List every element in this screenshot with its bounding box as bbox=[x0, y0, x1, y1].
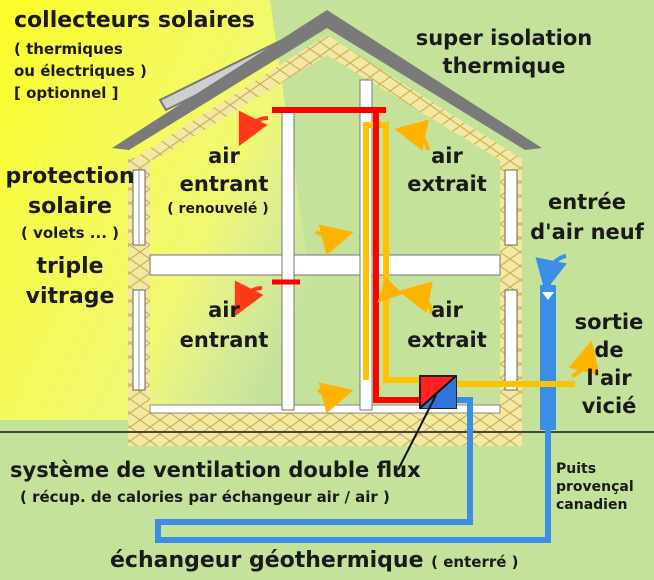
fresh-air-arrow-upper bbox=[238, 110, 269, 147]
triple-glazing-line1: triple bbox=[36, 254, 104, 279]
window-right-lower bbox=[504, 289, 518, 391]
heat-exchanger bbox=[419, 375, 457, 409]
fresh-air-intake-pipe bbox=[540, 285, 556, 430]
geothermal-exchanger-text: échangeur géothermique bbox=[110, 548, 424, 573]
extracted-air-upper-line1: air bbox=[431, 144, 463, 168]
canadian-well-line3: canadien bbox=[556, 497, 628, 513]
exhaust-air-duct bbox=[363, 122, 575, 387]
fresh-air-intake-line1: entrée bbox=[547, 190, 627, 214]
incoming-air-upper-line2: entrant bbox=[179, 172, 269, 196]
stale-air-exit-arrow bbox=[568, 340, 600, 378]
extracted-air-lower-line1: air bbox=[431, 298, 463, 322]
buried-note: ( enterré ) bbox=[431, 553, 519, 571]
solar-collectors-line3: [ optionnel ] bbox=[14, 84, 119, 102]
window-right-upper bbox=[504, 169, 518, 246]
geothermal-duct bbox=[155, 280, 551, 543]
canadian-well-line1: Puits bbox=[556, 461, 597, 477]
exhaust-arrow-side-upper bbox=[377, 277, 403, 303]
solar-collectors-line2: ou électriques ) bbox=[14, 62, 147, 80]
roof bbox=[112, 10, 542, 160]
canadian-well-line2: provençal bbox=[556, 479, 634, 495]
extracted-air-lower-line2: extrait bbox=[407, 328, 487, 352]
solar-collectors-title: collecteurs solaires bbox=[14, 8, 255, 33]
solar-protection-line1: protection bbox=[5, 164, 135, 189]
incoming-air-lower-line2: entrant bbox=[179, 328, 269, 352]
incoming-air-lower-line1: air bbox=[208, 298, 240, 322]
intake-valve-icon bbox=[542, 292, 554, 300]
ventilation-system-label: système de ventilation double flux bbox=[10, 458, 421, 482]
fresh-air-arrow-lower bbox=[234, 280, 264, 317]
stale-air-exit-line1: sortie bbox=[574, 310, 644, 334]
circulation-arrow-1 bbox=[315, 224, 354, 256]
fresh-air-duct bbox=[272, 107, 420, 403]
exhaust-arrow-upper bbox=[394, 119, 430, 151]
window-left-lower bbox=[132, 289, 146, 391]
extracted-air-upper-line2: extrait bbox=[407, 172, 487, 196]
exchanger-pointer bbox=[397, 394, 437, 471]
super-insulation-line1: super isolation bbox=[415, 26, 593, 50]
exhaust-arrow-lower bbox=[398, 281, 434, 315]
solar-protection-line3: ( volets ... ) bbox=[21, 224, 119, 242]
fresh-air-intake-arrow bbox=[535, 254, 567, 292]
circulation-arrow-2 bbox=[316, 382, 354, 414]
solar-protection-line2: solaire bbox=[28, 194, 112, 219]
incoming-air-upper-line3: ( renouvelé ) bbox=[167, 201, 269, 217]
incoming-air-upper-line1: air bbox=[208, 144, 240, 168]
solar-collectors-line1: ( thermiques bbox=[14, 40, 123, 58]
fresh-air-intake-line2: d'air neuf bbox=[530, 220, 644, 244]
window-left-upper bbox=[132, 169, 146, 246]
stale-air-exit-line3: l'air bbox=[586, 366, 632, 390]
stale-air-exit-line4: vicié bbox=[581, 394, 637, 418]
super-insulation-line2: thermique bbox=[442, 54, 566, 78]
stale-air-exit-line2: de bbox=[594, 338, 624, 362]
geothermal-exchanger-label: échangeur géothermique ( enterré ) bbox=[110, 550, 519, 572]
triple-glazing-line2: vitrage bbox=[25, 284, 115, 309]
heat-recovery-note: ( récup. de calories par échangeur air /… bbox=[20, 488, 390, 506]
